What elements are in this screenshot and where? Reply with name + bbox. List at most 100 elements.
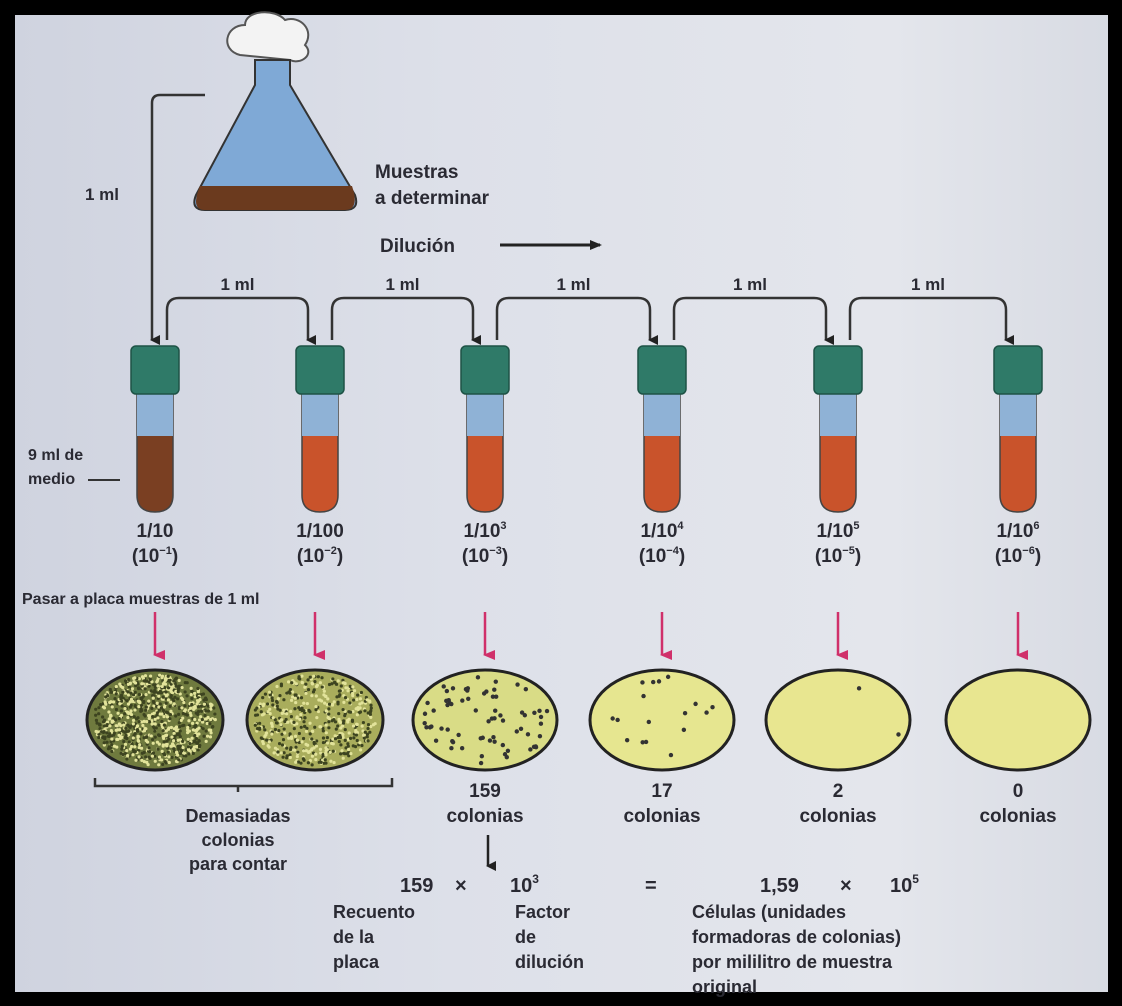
- colony: [537, 708, 542, 714]
- colony: [116, 711, 120, 715]
- colony: [128, 725, 132, 729]
- colony: [130, 744, 134, 749]
- colony: [186, 737, 190, 741]
- colony: [181, 711, 185, 716]
- colony: [168, 717, 172, 721]
- colony: [366, 739, 370, 743]
- colony: [175, 750, 179, 755]
- colony: [321, 729, 325, 733]
- colony: [205, 721, 209, 726]
- colony: [261, 696, 265, 700]
- colony: [102, 741, 106, 745]
- colony: [140, 758, 144, 762]
- colony: [366, 726, 370, 731]
- colony: [126, 693, 131, 697]
- colony: [493, 679, 498, 684]
- colony: [266, 710, 270, 714]
- colony: [160, 749, 164, 753]
- colony: [319, 760, 323, 764]
- colony: [168, 712, 173, 717]
- colony: [150, 719, 154, 723]
- colony: [371, 723, 376, 727]
- colony: [189, 686, 193, 690]
- colony: [128, 747, 132, 751]
- colony: [97, 706, 101, 710]
- colony: [311, 729, 315, 733]
- colony: [424, 725, 429, 730]
- colony: [261, 739, 265, 744]
- colony: [362, 736, 366, 740]
- colony: [111, 700, 116, 704]
- colony: [144, 755, 148, 759]
- colony: [122, 723, 126, 727]
- colony: [306, 688, 311, 692]
- colony: [346, 720, 350, 724]
- colony: [320, 699, 324, 703]
- colony-count-unit: colonias: [799, 806, 876, 827]
- colony: [172, 727, 177, 731]
- colony: [136, 716, 140, 720]
- colony: [288, 747, 293, 752]
- colony: [268, 712, 272, 716]
- colony: [177, 733, 181, 737]
- colony: [351, 744, 355, 748]
- colony: [119, 709, 124, 713]
- colony: [343, 728, 347, 732]
- colony: [151, 696, 155, 700]
- tube-dilution-fraction: 1/10: [137, 521, 174, 542]
- colony: [193, 733, 197, 738]
- petri-plate: [85, 668, 225, 772]
- textbook-page: [15, 15, 1108, 992]
- colony: [544, 708, 550, 714]
- flask-transfer-label: 1 ml: [85, 185, 119, 204]
- colony: [314, 758, 318, 762]
- colony: [165, 744, 169, 748]
- colony: [682, 710, 688, 716]
- colony: [167, 755, 171, 759]
- formula-equals: =: [645, 875, 657, 897]
- colony: [174, 714, 178, 718]
- colony: [99, 730, 104, 734]
- colony: [486, 719, 491, 724]
- colony: [277, 728, 281, 733]
- colony-count: 17: [651, 781, 672, 802]
- colony: [341, 733, 345, 737]
- colony: [120, 744, 124, 748]
- colony: [142, 760, 146, 764]
- colony: [341, 724, 345, 728]
- colony: [310, 763, 314, 767]
- colony: [324, 731, 328, 735]
- colony: [275, 704, 279, 708]
- colony: [109, 690, 113, 694]
- colony: [197, 718, 202, 722]
- colony: [142, 699, 146, 704]
- colony: [515, 682, 520, 687]
- dilution-tube: [813, 345, 863, 513]
- colony: [110, 749, 114, 754]
- colony: [351, 709, 355, 714]
- colony: [300, 681, 304, 685]
- colony: [139, 703, 144, 707]
- colony: [170, 755, 174, 760]
- dilution-tube: [637, 345, 687, 513]
- colony: [339, 752, 343, 756]
- colony: [327, 702, 332, 706]
- dilution-factor-label: de: [515, 927, 536, 947]
- colony: [126, 702, 131, 706]
- colony: [118, 682, 122, 686]
- colony: [324, 723, 328, 727]
- colony: [267, 745, 271, 749]
- colony: [444, 688, 450, 694]
- colony: [610, 716, 615, 721]
- colony: [161, 709, 166, 713]
- tube-dilution-fraction: 1/100: [296, 521, 344, 542]
- colony: [500, 742, 506, 748]
- colony: [306, 678, 310, 682]
- colony: [297, 740, 301, 745]
- colony: [156, 747, 160, 751]
- colony: [283, 731, 287, 735]
- colony: [133, 681, 138, 685]
- colony: [288, 755, 292, 760]
- colony: [301, 736, 306, 741]
- colony: [123, 751, 128, 756]
